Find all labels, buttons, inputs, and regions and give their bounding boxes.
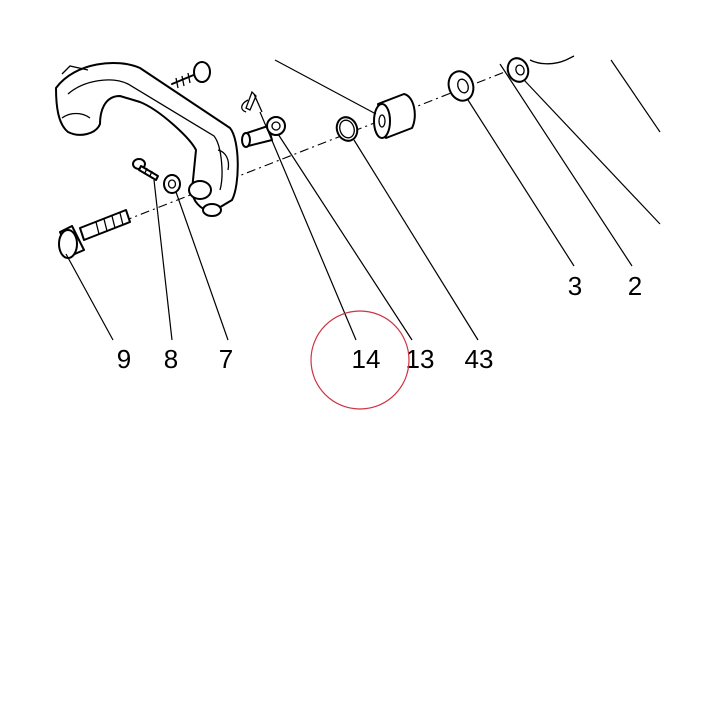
part-9-bolt bbox=[58, 209, 131, 259]
partial-part-top-right bbox=[529, 55, 575, 65]
callout-9: 9 bbox=[117, 344, 131, 374]
bushing bbox=[373, 93, 416, 139]
part-43-ring bbox=[335, 116, 359, 142]
leader-lines bbox=[65, 59, 661, 341]
part-7-nut bbox=[163, 174, 181, 194]
highlight-circle bbox=[310, 310, 410, 410]
part-13-pin bbox=[241, 116, 286, 148]
part-2-washer bbox=[506, 57, 530, 83]
callout-14: 14 bbox=[352, 344, 381, 374]
center-axis bbox=[69, 67, 516, 243]
callout-2: 2 bbox=[628, 271, 642, 301]
callout-3: 3 bbox=[568, 271, 582, 301]
callout-8: 8 bbox=[164, 344, 178, 374]
part-8-screw bbox=[132, 158, 159, 181]
callout-43: 43 bbox=[465, 344, 494, 374]
top-screw bbox=[171, 61, 211, 89]
part-14-clip bbox=[241, 90, 263, 113]
lever-arm bbox=[55, 61, 239, 217]
callout-13: 13 bbox=[406, 344, 435, 374]
part-3-washer bbox=[447, 70, 475, 102]
callout-7: 7 bbox=[219, 344, 233, 374]
